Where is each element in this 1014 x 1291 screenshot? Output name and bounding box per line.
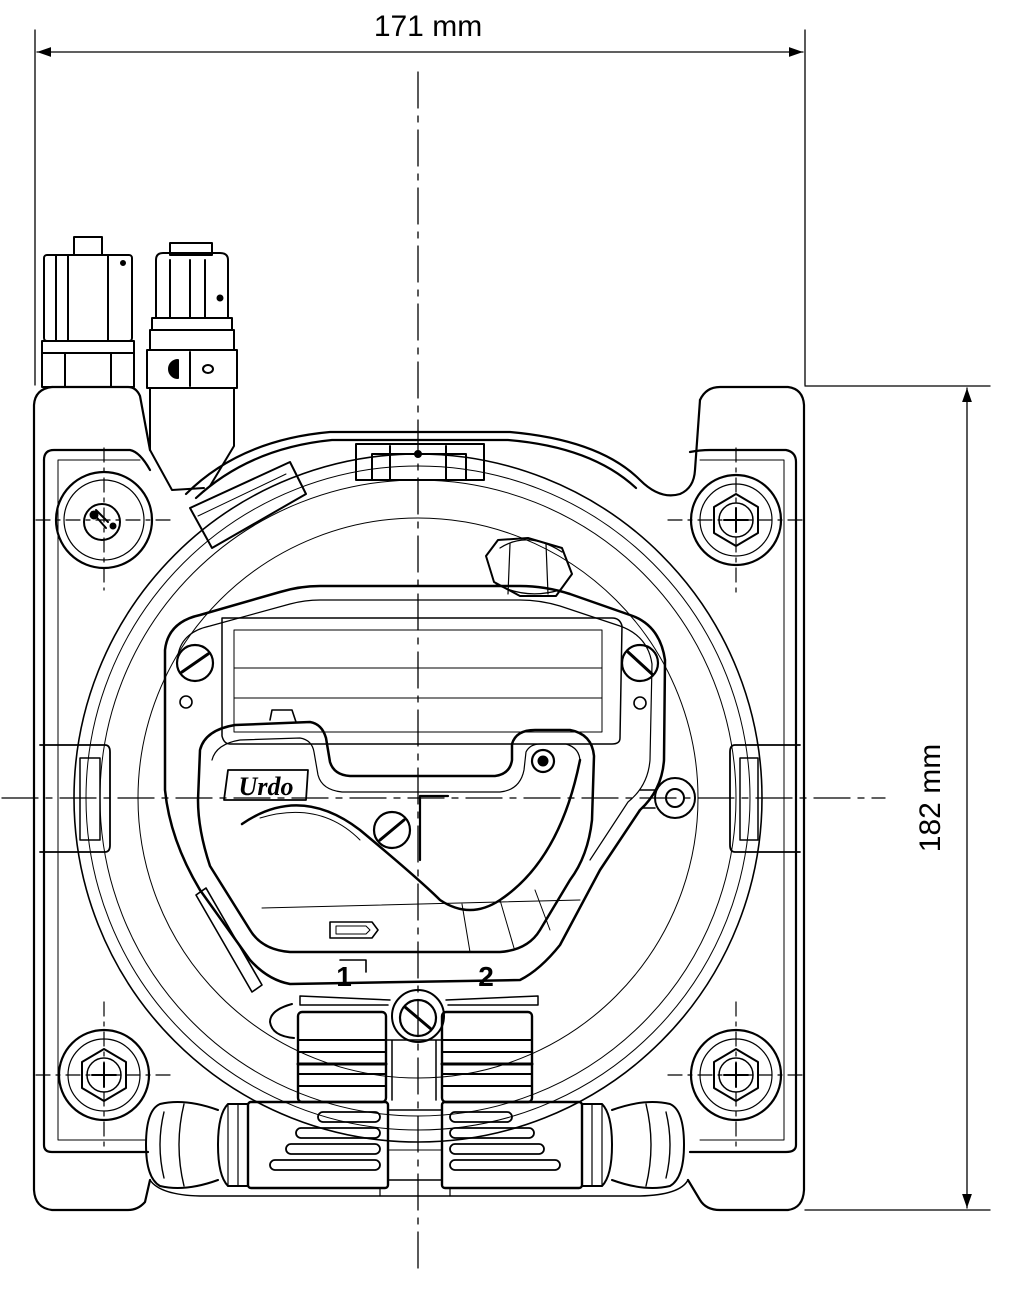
actuator-module: Urdo [163,584,696,993]
bottom-connectors [145,989,685,1197]
corner-screw-top-right [667,447,806,593]
top-latch [355,443,485,481]
housing-body [32,385,806,1212]
corner-screw-bottom-left [35,1001,173,1149]
height-dimension-label: 182 mm [914,744,947,852]
small-badge [329,921,379,939]
brand-logo: Urdo [223,769,309,801]
brand-logo-text: Urdo [239,772,294,801]
dimension-width: 171 mm [34,10,806,386]
cable-gland-left [41,236,135,388]
center-lines [1,71,886,1273]
dimension-height: 182 mm [804,385,991,1211]
width-dimension-label: 171 mm [374,10,482,43]
upper-left-clip [189,461,307,549]
connector-label-2: 2 [478,961,494,992]
connector-label-1: 1 [336,961,352,992]
corner-screw-top-left [35,447,173,591]
cable-gland-right [146,242,238,491]
corner-screw-bottom-right [667,1001,806,1149]
